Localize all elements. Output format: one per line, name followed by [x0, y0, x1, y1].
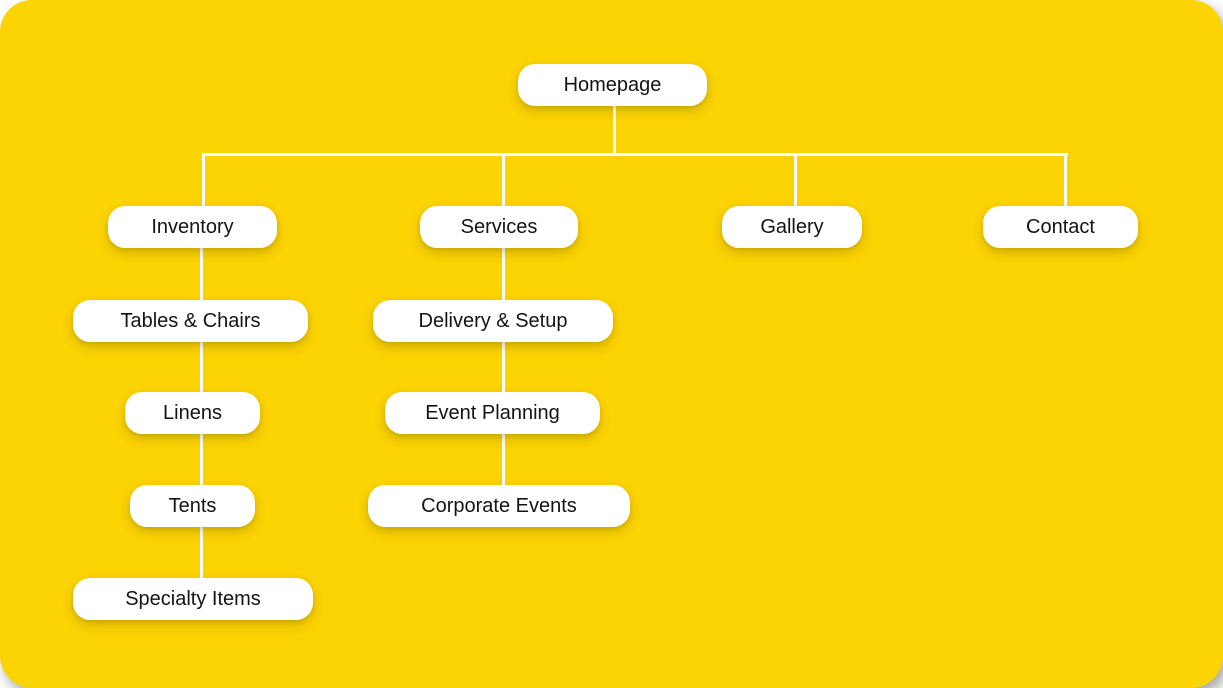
- node-specialty-items[interactable]: Specialty Items: [73, 578, 313, 620]
- node-contact[interactable]: Contact: [983, 206, 1138, 248]
- connector-level1-bar: [202, 153, 1068, 156]
- connector-tables-chairs-linens: [200, 338, 203, 398]
- connector-drop-services: [502, 153, 505, 207]
- node-delivery-setup[interactable]: Delivery & Setup: [373, 300, 613, 342]
- node-gallery[interactable]: Gallery: [722, 206, 862, 248]
- connector-services-delivery-setup: [502, 244, 505, 304]
- node-tables-chairs[interactable]: Tables & Chairs: [73, 300, 308, 342]
- connector-drop-inventory: [202, 153, 205, 207]
- connector-inventory-tables-chairs: [200, 244, 203, 304]
- node-homepage[interactable]: Homepage: [518, 64, 707, 106]
- connector-linens-tents: [200, 430, 203, 490]
- connector-delivery-setup-event-planning: [502, 338, 505, 398]
- connector-root-drop: [613, 104, 616, 156]
- node-linens[interactable]: Linens: [125, 392, 260, 434]
- node-corporate-events[interactable]: Corporate Events: [368, 485, 630, 527]
- node-tents[interactable]: Tents: [130, 485, 255, 527]
- connector-drop-contact: [1064, 153, 1067, 207]
- node-inventory[interactable]: Inventory: [108, 206, 277, 248]
- node-event-planning[interactable]: Event Planning: [385, 392, 600, 434]
- node-services[interactable]: Services: [420, 206, 578, 248]
- connector-drop-gallery: [794, 153, 797, 207]
- connector-tents-specialty-items: [200, 523, 203, 583]
- connector-event-planning-corporate-events: [502, 430, 505, 490]
